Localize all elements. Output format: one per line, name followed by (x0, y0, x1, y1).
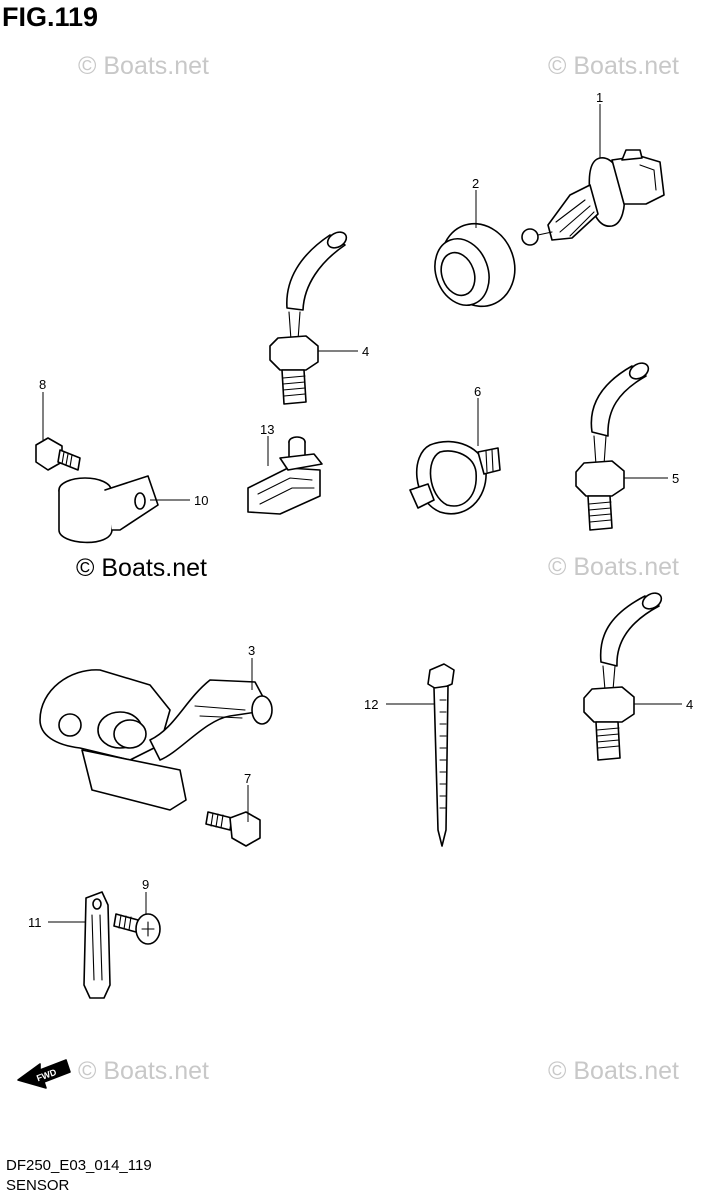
callout-9: 9 (142, 877, 149, 892)
fwd-arrow-icon: FWD (17, 1059, 71, 1089)
callout-1: 1 (596, 90, 603, 105)
callout-13: 13 (260, 422, 274, 437)
callout-8: 8 (39, 377, 46, 392)
callout-12: 12 (364, 697, 378, 712)
watermark: © Boats.net (78, 1057, 209, 1085)
callout-7: 7 (244, 771, 251, 786)
part-4-upper-temp-sensor (269, 231, 348, 405)
figure-title: FIG.119 (2, 2, 99, 32)
part-11-strap (83, 891, 111, 999)
part-6-knock-sensor (409, 440, 501, 515)
part-7-bolt (205, 811, 261, 847)
callout-labels: 1 2 3 4 4 5 6 7 8 9 10 11 12 13 (28, 90, 693, 930)
figure-name: SENSOR (6, 1177, 70, 1194)
part-10-clamp (58, 475, 159, 544)
part-13-clip (247, 436, 323, 515)
part-8-bolt (35, 437, 81, 471)
part-3-bracket (39, 669, 273, 811)
callout-5: 5 (672, 471, 679, 486)
part-5-temp-sensor (575, 362, 650, 531)
watermark: © Boats.net (78, 52, 209, 80)
callout-lines (42, 104, 682, 923)
callout-6: 6 (474, 384, 481, 399)
part-1-sensor-connector (521, 149, 665, 246)
callout-3: 3 (248, 643, 255, 658)
callout-10: 10 (194, 493, 208, 508)
watermark: © Boats.net (548, 52, 679, 80)
callout-4-upper: 4 (362, 344, 369, 359)
watermark-dark: © Boats.net (76, 554, 207, 582)
part-2-grommet (434, 222, 516, 308)
watermark: © Boats.net (548, 1057, 679, 1085)
watermark: © Boats.net (548, 553, 679, 581)
callout-4-lower: 4 (686, 697, 693, 712)
part-12-cable-tie (427, 663, 455, 847)
callout-11: 11 (28, 915, 42, 930)
part-4-lower-temp-sensor (583, 592, 663, 761)
figure-code: DF250_E03_014_119 (6, 1157, 152, 1174)
part-9-screw (113, 913, 161, 945)
callout-2: 2 (472, 176, 479, 191)
